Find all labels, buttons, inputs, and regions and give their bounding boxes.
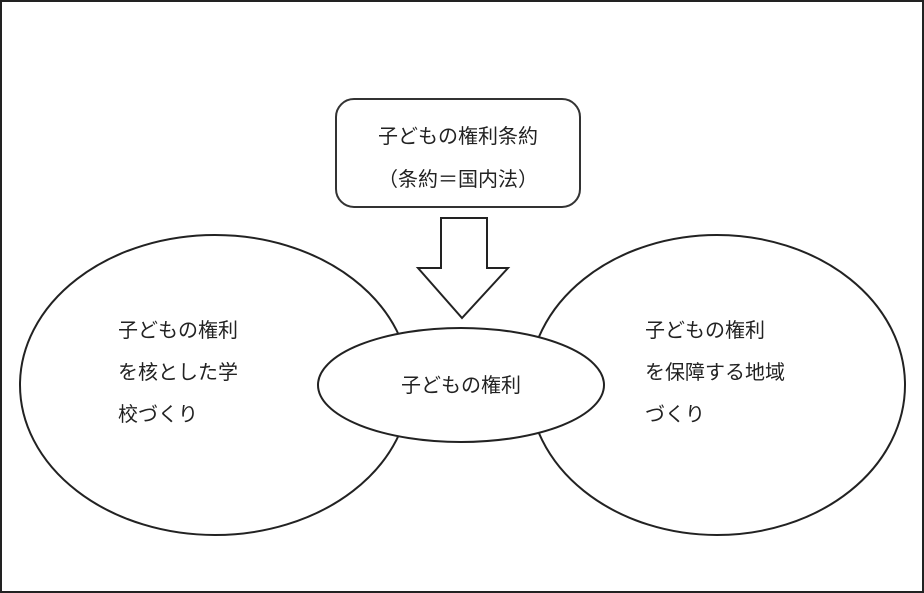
down-arrow-icon [415, 217, 511, 320]
center-label: 子どもの権利 [401, 373, 521, 397]
left-line-2: を核とした学 [118, 360, 238, 384]
left-line-3: 校づくり [118, 402, 198, 426]
left-line-1: 子どもの権利 [118, 318, 238, 342]
right-line-2: を保障する地域 [645, 360, 785, 384]
right-line-1: 子どもの権利 [645, 318, 765, 342]
treaty-box [335, 98, 581, 208]
treaty-subtitle: （条約＝国内法） [378, 167, 538, 191]
right-line-3: づくり [645, 402, 705, 426]
center-ellipse [317, 327, 605, 443]
treaty-title: 子どもの権利条約 [378, 124, 538, 148]
